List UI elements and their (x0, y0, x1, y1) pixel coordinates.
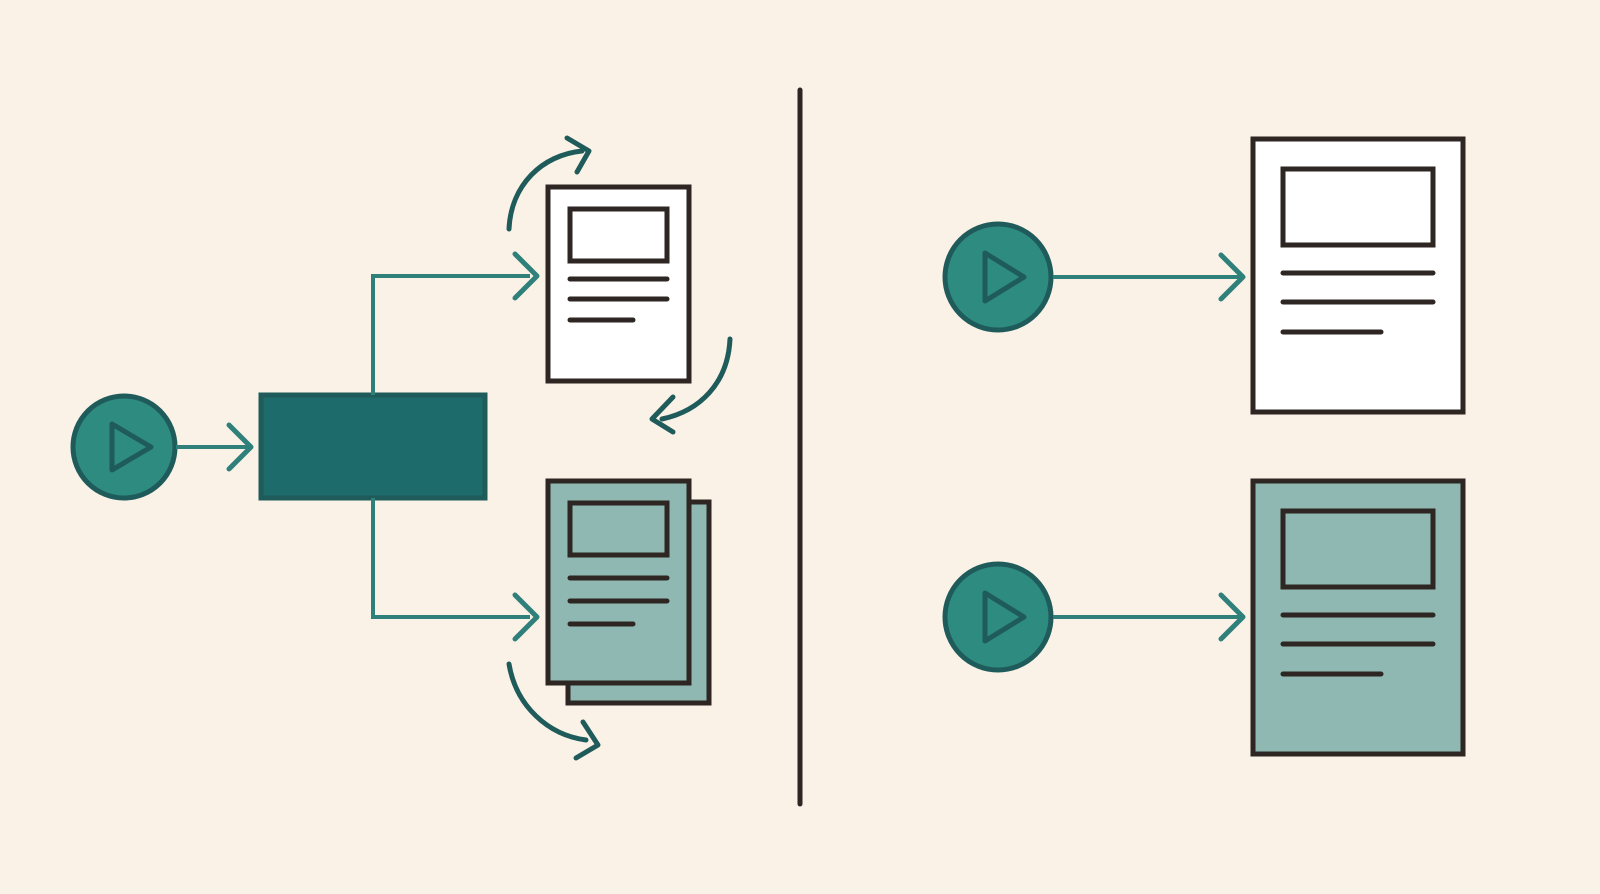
arrow-play-to-process (176, 422, 254, 472)
right-play-button-top[interactable] (942, 221, 1054, 333)
arrow-icon (226, 422, 254, 472)
document-stack-icon (545, 478, 712, 706)
arrow-icon (1218, 252, 1246, 302)
left-play-button[interactable] (70, 393, 178, 501)
process-block (258, 392, 488, 501)
right-play-button-bottom[interactable] (942, 561, 1054, 673)
arrow-icon (1218, 592, 1246, 642)
right-panel (942, 136, 1466, 757)
branch-connectors (371, 251, 540, 642)
arrow-top-pipeline (1053, 252, 1246, 302)
arrow-icon (512, 251, 540, 301)
play-icon (982, 590, 1027, 644)
play-icon (982, 250, 1027, 304)
play-icon (109, 421, 154, 473)
arrow-bottom-pipeline (1053, 592, 1246, 642)
cycle-arrow-icon (506, 135, 733, 435)
right-document-light (1250, 136, 1466, 415)
cycle-arrow-icon (506, 661, 601, 761)
left-panel (70, 135, 733, 761)
output-document-light (545, 184, 692, 384)
arrow-icon (512, 592, 540, 642)
right-document-teal (1250, 478, 1466, 757)
